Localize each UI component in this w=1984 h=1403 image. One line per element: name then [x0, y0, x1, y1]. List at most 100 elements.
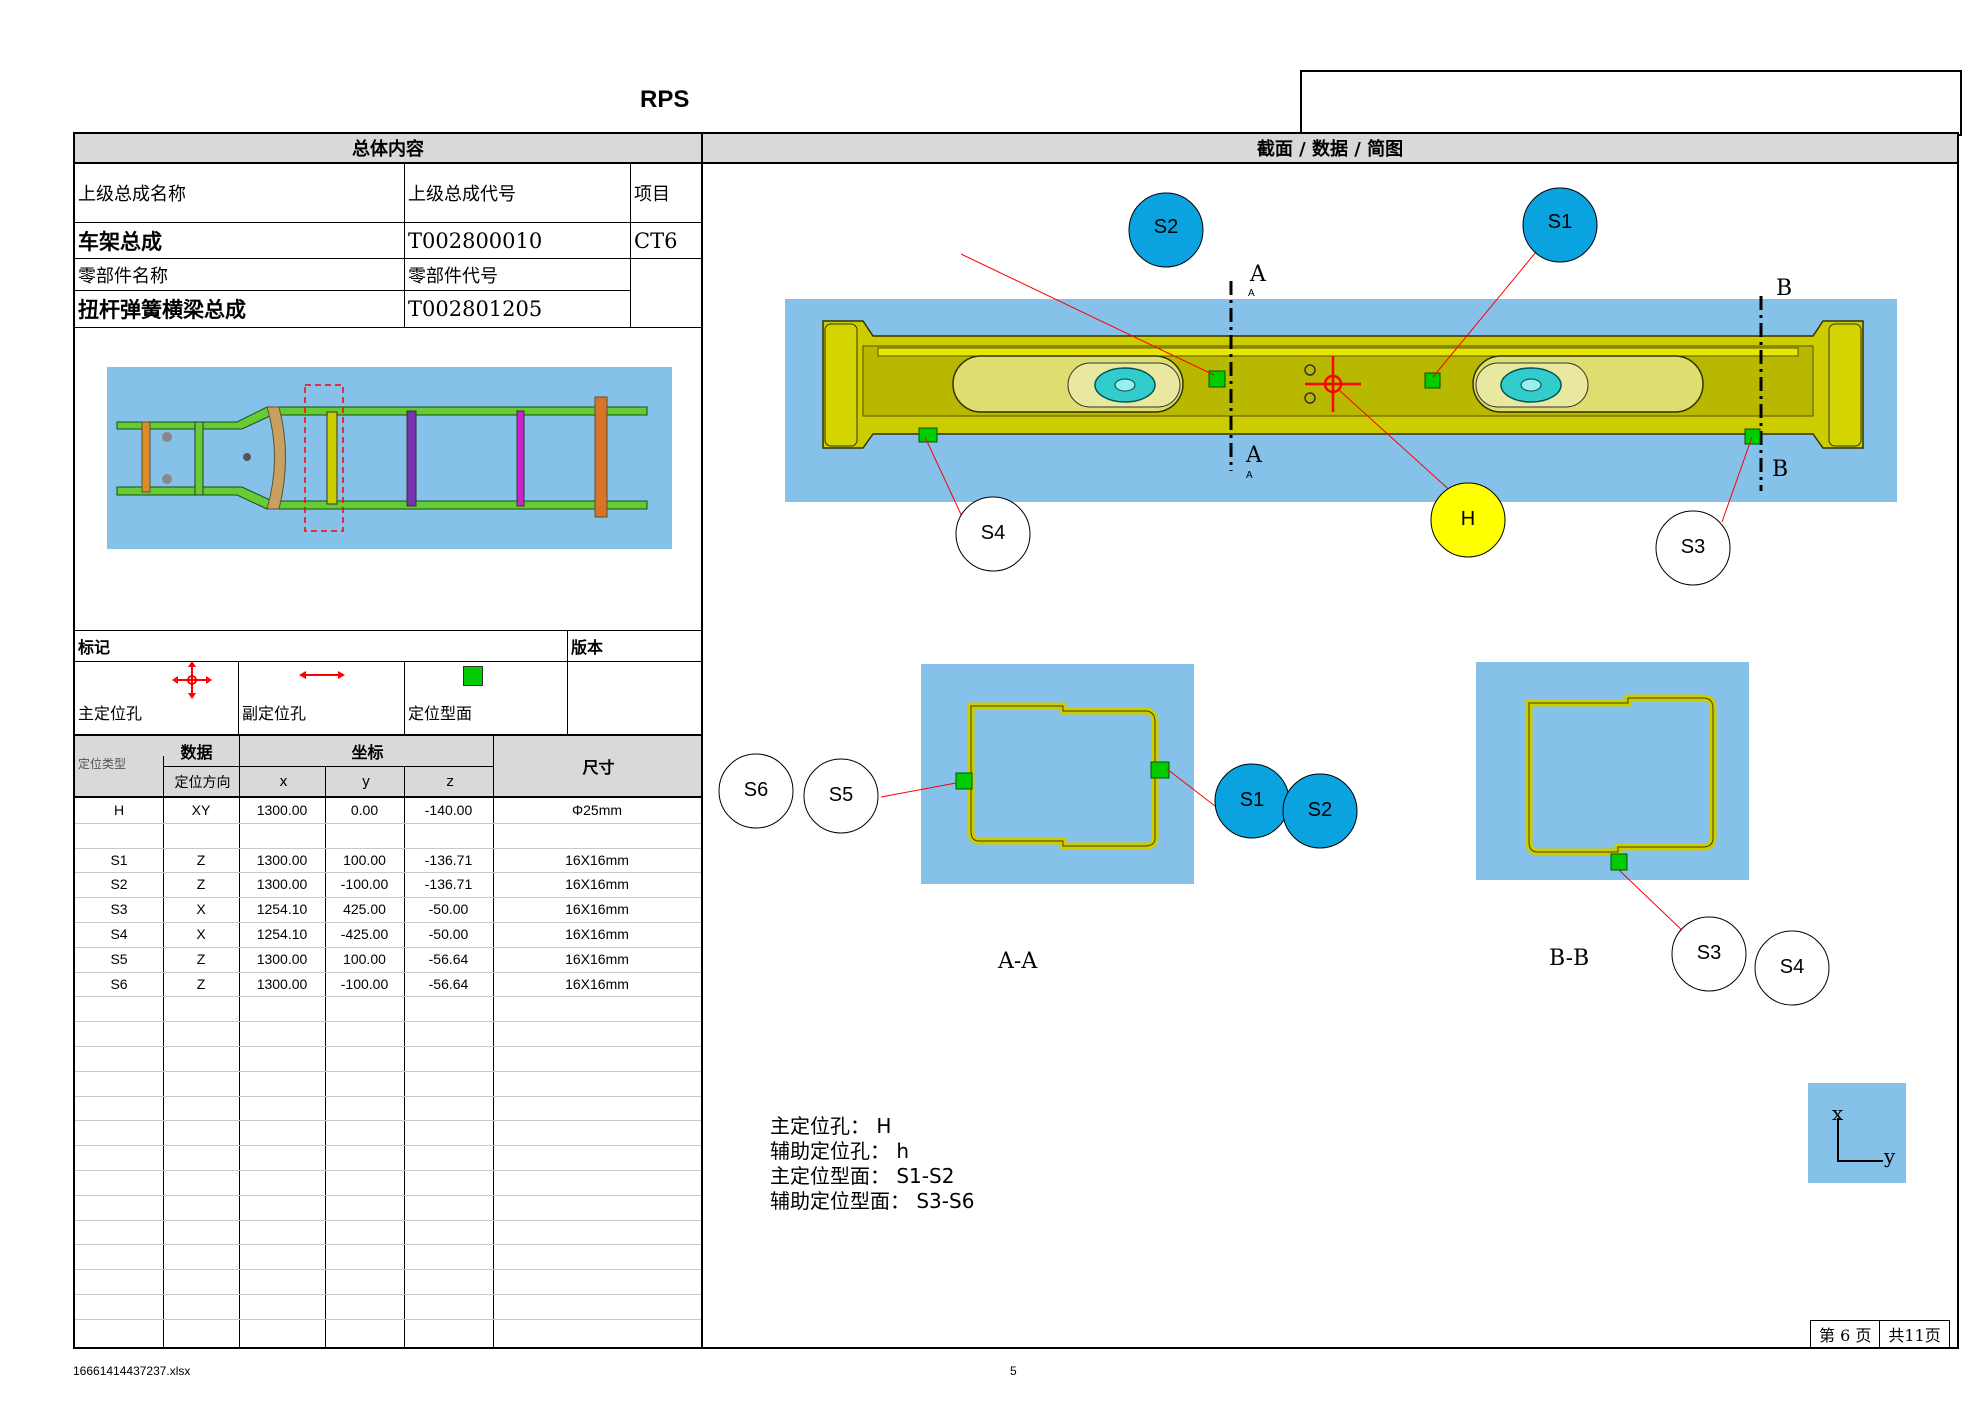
sub-hole-label: 副定位孔	[242, 704, 307, 723]
project-value: CT6	[634, 228, 678, 253]
cell-dir: X	[196, 926, 206, 942]
part-code: T002801205	[408, 297, 543, 321]
cell-dir: X	[196, 901, 206, 918]
right-header: 截面 / 数据 / 简图	[703, 134, 1957, 164]
callout-s4-section: S4	[1779, 956, 1805, 978]
h-locator-marker	[1305, 356, 1361, 412]
top-right-box	[1300, 70, 1962, 136]
parent-name: 车架总成	[78, 228, 162, 254]
parent-code: T002800010	[408, 228, 543, 253]
z-label: z	[446, 773, 454, 790]
surface-icon	[463, 666, 483, 686]
cell-id: S3	[110, 901, 128, 918]
note-main-hole: 主定位孔： H	[770, 1114, 892, 1138]
locator-notes: 主定位孔： H 辅助定位孔： h 主定位型面： S1-S2 辅助定位型面： S3…	[770, 1114, 974, 1214]
cell-x: 1254.10	[256, 926, 308, 942]
left-header: 总体内容	[75, 134, 701, 164]
column-divider	[701, 132, 703, 1349]
surface-label: 定位型面	[408, 704, 473, 723]
callout-s5: S5	[828, 784, 854, 806]
axis-x-label: x	[1832, 1101, 1844, 1125]
mark-label: 标记	[78, 638, 111, 657]
footer-filename: 16661414437237.xlsx	[73, 1364, 191, 1378]
note-main-surface: 主定位型面： S1-S2	[770, 1164, 955, 1188]
version-label: 版本	[571, 638, 604, 657]
axis-y-label: y	[1884, 1144, 1896, 1168]
axis-indicator-background	[1808, 1083, 1906, 1183]
page-total: 共11页	[1888, 1326, 1941, 1345]
cell-dir: Z	[196, 950, 206, 967]
cell-z: -56.64	[428, 950, 469, 967]
cell-dir: Z	[196, 876, 206, 893]
cell-y: 100.00	[343, 950, 386, 967]
section-diagram	[718, 187, 1906, 1183]
coord-label: 坐标	[351, 743, 384, 762]
section-a-bottom-small: A	[1246, 470, 1253, 481]
cell-x: 1300.00	[256, 876, 308, 893]
callout-s6: S6	[743, 779, 769, 801]
parent-name-label: 上级总成名称	[78, 184, 186, 205]
cell-dir: Z	[196, 851, 206, 868]
cell-dir: Z	[196, 975, 206, 992]
callout-s4: S4	[980, 522, 1006, 544]
section-b-bottom-label: B	[1772, 457, 1789, 482]
cell-size: 16X16mm	[565, 901, 629, 918]
data-label: 数据	[180, 743, 213, 762]
cell-z: -56.64	[428, 975, 469, 992]
chassis-frame-image	[107, 367, 672, 549]
cell-x: 1300.00	[256, 950, 308, 967]
page-info: 第 6 页 共11页	[1810, 1320, 1950, 1348]
x-label: x	[279, 773, 288, 790]
cell-id: S2	[110, 876, 128, 893]
cell-z: -50.00	[428, 926, 469, 942]
cell-x: 1254.10	[256, 901, 308, 918]
cell-y: -100.00	[340, 975, 389, 992]
cell-size: 16X16mm	[565, 876, 629, 893]
cell-size: 16X16mm	[565, 926, 629, 942]
footer-page-number: 5	[1010, 1364, 1017, 1378]
cell-z: -50.00	[428, 901, 469, 918]
part-name: 扭杆弹簧横梁总成	[78, 297, 246, 322]
note-aux-hole: 辅助定位孔： h	[770, 1139, 910, 1163]
section-a-top-small: A	[1248, 288, 1255, 299]
cell-id: S5	[110, 950, 128, 967]
callout-s1: S1	[1547, 211, 1573, 233]
cell-z: -140.00	[424, 802, 473, 818]
callout-s1-section: S1	[1239, 789, 1265, 811]
cell-size: 16X16mm	[565, 950, 629, 967]
cell-y: 100.00	[343, 851, 386, 868]
callout-s3-section: S3	[1696, 942, 1722, 964]
main-frame	[73, 132, 1959, 1349]
cell-id: S6	[110, 975, 128, 992]
cell-y: -425.00	[340, 926, 389, 942]
main-hole-icon	[172, 661, 212, 699]
y-label: y	[361, 773, 371, 790]
cell-x: 1300.00	[256, 975, 308, 992]
cell-y: -100.00	[340, 876, 389, 893]
cell-id: H	[113, 802, 125, 818]
cell-y: 0.00	[350, 802, 379, 818]
section-b-top-label: B	[1776, 276, 1793, 301]
callout-s2: S2	[1153, 216, 1179, 238]
cell-z: -136.71	[424, 876, 473, 893]
cell-z: -136.71	[424, 851, 473, 868]
cell-y: 425.00	[343, 901, 386, 918]
section-a-bottom-label: A	[1246, 443, 1262, 468]
callout-s3: S3	[1680, 536, 1706, 558]
project-label: 项目	[634, 184, 670, 205]
section-bb-title: B-B	[1549, 946, 1590, 971]
note-aux-surface: 辅助定位型面： S3-S6	[770, 1189, 975, 1213]
page-of: 第 6 页	[1811, 1321, 1881, 1347]
cell-size: 16X16mm	[565, 975, 629, 992]
cell-id: S4	[110, 926, 128, 942]
main-hole-label: 主定位孔	[78, 704, 143, 723]
parent-code-label: 上级总成代号	[408, 184, 516, 205]
dir-label: 定位方向	[174, 774, 231, 791]
cell-x: 1300.00	[256, 802, 308, 818]
cell-x: 1300.00	[256, 851, 308, 868]
part-code-label: 零部件代号	[408, 265, 498, 287]
cell-id: S1	[110, 851, 128, 868]
type-label: 定位类型	[78, 756, 127, 771]
cell-dir: XY	[191, 802, 211, 818]
cell-size: Φ25mm	[571, 802, 623, 818]
